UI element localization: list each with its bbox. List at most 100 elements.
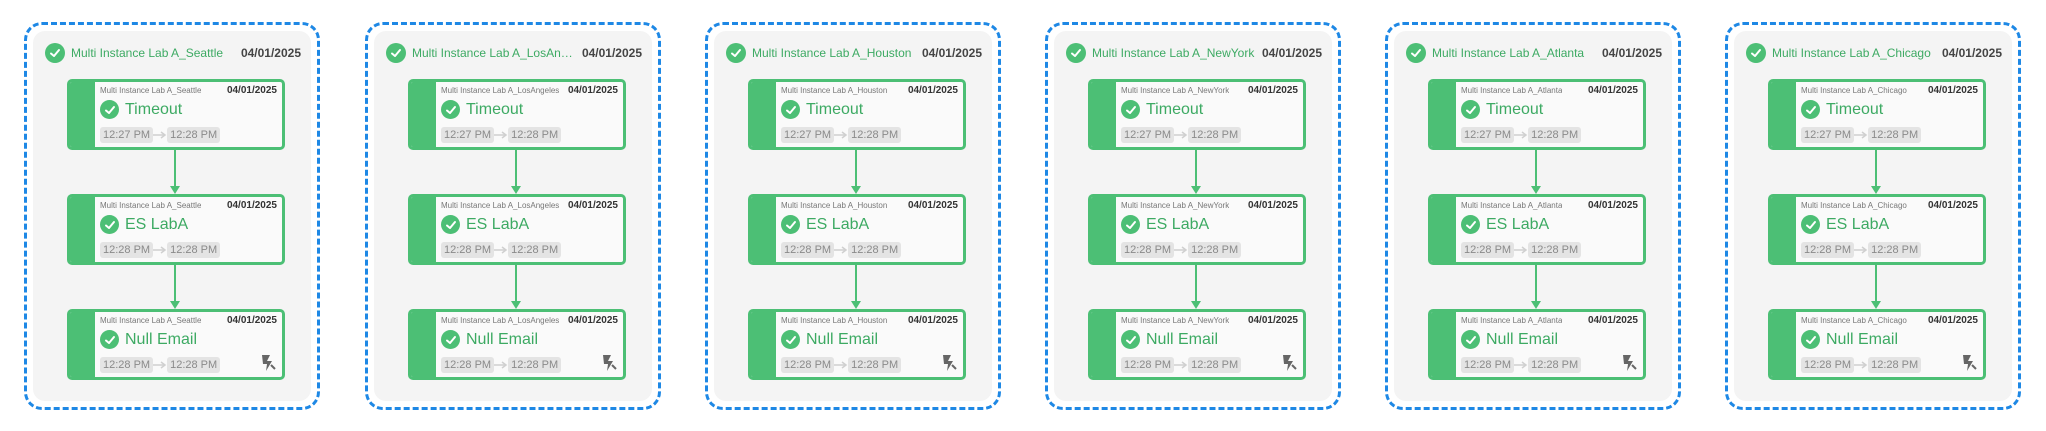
step-date: 04/01/2025 [1927, 200, 1978, 211]
step-date: 04/01/2025 [226, 85, 277, 96]
arrow-down-icon [511, 301, 521, 309]
step-connector [1875, 265, 1877, 301]
arrow-right-icon [1174, 246, 1188, 254]
step-time-range: 12:28 PM 12:28 PM [1461, 357, 1582, 373]
instance-group-3[interactable]: Multi Instance Lab A_NewYork 04/01/2025 … [1045, 22, 1341, 410]
step-title-row: ES LabA [781, 215, 869, 234]
step-date: 04/01/2025 [907, 85, 958, 96]
instance-group-title: Multi Instance Lab A_Chicago [1772, 46, 1931, 60]
workflow-step-card[interactable]: Multi Instance Lab A_LosAngeles 04/01/20… [408, 309, 626, 380]
step-connector [1535, 265, 1537, 301]
workflow-step-card[interactable]: Multi Instance Lab A_NewYork 04/01/2025 … [1088, 79, 1306, 150]
step-connector [515, 150, 517, 186]
workflow-step-card[interactable]: Multi Instance Lab A_NewYork 04/01/2025 … [1088, 194, 1306, 265]
workflow-step-card[interactable]: Multi Instance Lab A_NewYork 04/01/2025 … [1088, 309, 1306, 380]
arrow-down-icon [1191, 186, 1201, 194]
workflow-step-card[interactable]: Multi Instance Lab A_Chicago 04/01/2025 … [1768, 79, 1986, 150]
step-title: Null Email [466, 330, 539, 348]
arrow-right-icon [834, 246, 848, 254]
step-end-time: 12:28 PM [167, 242, 221, 258]
step-status-bar [1091, 197, 1116, 262]
workflow-step-card[interactable]: Multi Instance Lab A_Houston 04/01/2025 … [748, 79, 966, 150]
check-circle-icon [1801, 330, 1820, 349]
step-title: ES LabA [1826, 215, 1890, 233]
workflow-step-card[interactable]: Multi Instance Lab A_Houston 04/01/2025 … [748, 194, 966, 265]
step-date: 04/01/2025 [1247, 200, 1298, 211]
step-time-range: 12:28 PM 12:28 PM [1121, 357, 1242, 373]
step-connector [1195, 150, 1197, 186]
step-start-time: 12:27 PM [781, 127, 835, 143]
instance-group-date: 04/01/2025 [921, 46, 982, 60]
workflow-step-card[interactable]: Multi Instance Lab A_Chicago 04/01/2025 … [1768, 309, 1986, 380]
workflow-step-card[interactable]: Multi Instance Lab A_LosAngeles 04/01/20… [408, 79, 626, 150]
step-status-bar [70, 197, 95, 262]
workflow-step-card[interactable]: Multi Instance Lab A_Seattle 04/01/2025 … [67, 79, 285, 150]
step-connector [1195, 265, 1197, 301]
arrow-right-icon [1854, 361, 1868, 369]
instance-group-2[interactable]: Multi Instance Lab A_Houston 04/01/2025 … [705, 22, 1001, 410]
step-start-time: 12:27 PM [1121, 127, 1175, 143]
instance-group-1[interactable]: Multi Instance Lab A_LosAngeles 04/01/20… [365, 22, 661, 410]
step-time-range: 12:28 PM 12:28 PM [441, 242, 562, 258]
step-start-time: 12:28 PM [1121, 242, 1175, 258]
arrow-down-icon [1531, 301, 1541, 309]
step-time-range: 12:28 PM 12:28 PM [100, 357, 221, 373]
check-circle-icon [1461, 330, 1480, 349]
step-connector [1535, 150, 1537, 186]
workflow-step-card[interactable]: Multi Instance Lab A_Atlanta 04/01/2025 … [1428, 79, 1646, 150]
step-title: Null Email [1146, 330, 1219, 348]
lightning-bolt-icon [1623, 355, 1637, 371]
step-title-row: Timeout [100, 100, 182, 119]
step-title-row: ES LabA [1801, 215, 1889, 234]
step-start-time: 12:28 PM [1461, 357, 1515, 373]
arrow-right-icon [1514, 361, 1528, 369]
workflow-step-card[interactable]: Multi Instance Lab A_Chicago 04/01/2025 … [1768, 194, 1986, 265]
step-title-row: Null Email [1461, 330, 1558, 349]
step-status-bar [751, 82, 776, 147]
step-title: ES LabA [1146, 215, 1210, 233]
check-circle-icon [1406, 43, 1426, 63]
step-time-range: 12:28 PM 12:28 PM [1461, 242, 1582, 258]
step-title-row: Timeout [1461, 100, 1543, 119]
step-instance-label: Multi Instance Lab A_NewYork [1121, 86, 1230, 95]
check-circle-icon [45, 43, 65, 63]
step-start-time: 12:27 PM [1461, 127, 1515, 143]
step-start-time: 12:28 PM [441, 357, 495, 373]
step-end-time: 12:28 PM [1868, 127, 1922, 143]
instance-group-4[interactable]: Multi Instance Lab A_Atlanta 04/01/2025 … [1385, 22, 1681, 410]
step-title-row: Null Email [441, 330, 538, 349]
workflow-step-card[interactable]: Multi Instance Lab A_Houston 04/01/2025 … [748, 309, 966, 380]
step-time-range: 12:28 PM 12:28 PM [100, 242, 221, 258]
step-date: 04/01/2025 [567, 200, 618, 211]
arrow-right-icon [834, 361, 848, 369]
step-title: Null Email [125, 330, 198, 348]
step-start-time: 12:28 PM [100, 357, 154, 373]
workflow-step-card[interactable]: Multi Instance Lab A_Atlanta 04/01/2025 … [1428, 309, 1646, 380]
step-title: Null Email [806, 330, 879, 348]
workflow-step-card[interactable]: Multi Instance Lab A_Seattle 04/01/2025 … [67, 194, 285, 265]
check-circle-icon [781, 215, 800, 234]
check-circle-icon [1746, 43, 1766, 63]
arrow-down-icon [1871, 186, 1881, 194]
step-title: Timeout [806, 100, 864, 118]
workflow-step-card[interactable]: Multi Instance Lab A_Seattle 04/01/2025 … [67, 309, 285, 380]
step-title: ES LabA [466, 215, 530, 233]
step-title-row: ES LabA [1461, 215, 1549, 234]
instance-group-panel: Multi Instance Lab A_Atlanta 04/01/2025 … [1394, 31, 1672, 401]
instance-group-0[interactable]: Multi Instance Lab A_Seattle 04/01/2025 … [24, 22, 320, 410]
arrow-down-icon [851, 301, 861, 309]
step-title: Null Email [1486, 330, 1559, 348]
lightning-bolt-icon [262, 355, 276, 371]
step-status-bar [1771, 312, 1796, 377]
instance-group-title: Multi Instance Lab A_NewYork [1092, 46, 1255, 60]
workflow-step-card[interactable]: Multi Instance Lab A_LosAngeles 04/01/20… [408, 194, 626, 265]
step-title-row: Null Email [781, 330, 878, 349]
check-circle-icon [1801, 100, 1820, 119]
instance-group-5[interactable]: Multi Instance Lab A_Chicago 04/01/2025 … [1725, 22, 2021, 410]
instance-group-header: Multi Instance Lab A_LosAngeles 04/01/20… [386, 41, 642, 65]
step-connector [855, 150, 857, 186]
workflow-step-card[interactable]: Multi Instance Lab A_Atlanta 04/01/2025 … [1428, 194, 1646, 265]
lightning-bolt-icon [603, 355, 617, 371]
step-end-time: 12:28 PM [167, 357, 221, 373]
step-time-range: 12:28 PM 12:28 PM [1801, 357, 1922, 373]
